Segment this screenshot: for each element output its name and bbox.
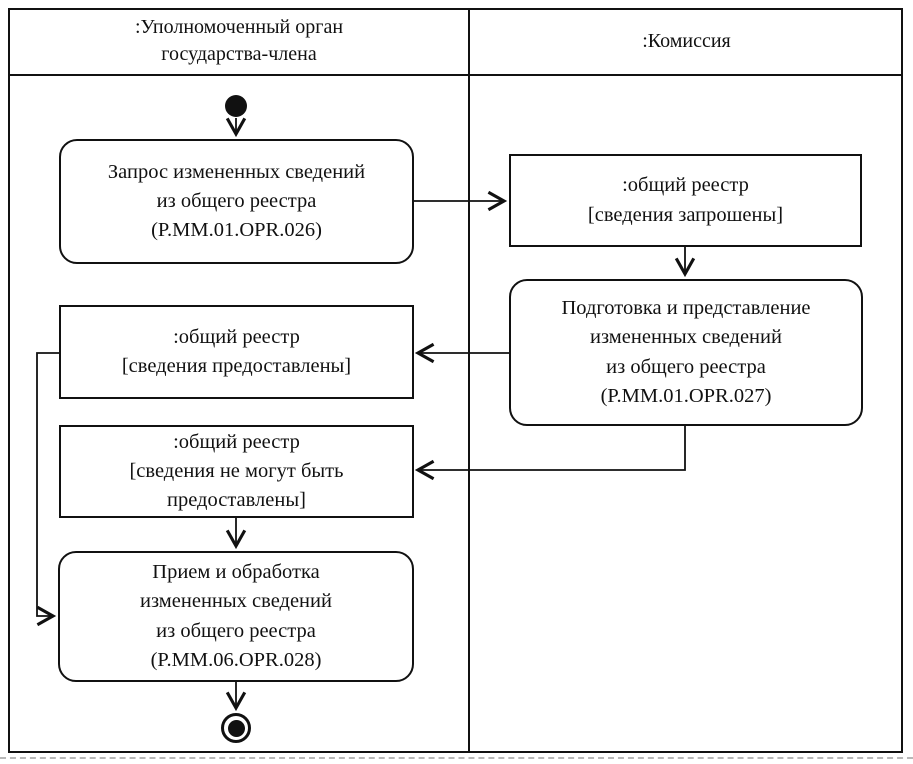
- object-registry-not-provided: :общий реестр [сведения не могут быть пр…: [59, 425, 414, 518]
- activity-receive-process-info-label: Прием и обработка измененных сведений из…: [140, 561, 332, 671]
- activity-prepare-submit-info-label: Подготовка и представление измененных св…: [561, 297, 811, 407]
- object-registry-provided: :общий реестр [сведения предоставлены]: [59, 305, 414, 399]
- final-node-inner-dot: [227, 719, 245, 737]
- initial-node-icon: [225, 95, 247, 117]
- object-registry-requested: :общий реестр [сведения запрошены]: [509, 154, 862, 247]
- lane-header-commission-label: :Комиссия: [642, 29, 731, 52]
- object-registry-requested-label: :общий реестр [сведения запрошены]: [587, 174, 784, 226]
- activity-request-changed-info-label: Запрос измененных сведений из общего рее…: [107, 160, 366, 242]
- lane-divider: [468, 8, 470, 753]
- lane-header-separator: [8, 74, 903, 76]
- object-registry-provided-label: :общий реестр [сведения предоставлены]: [121, 325, 352, 377]
- lane-header-commission: :Комиссия: [470, 8, 903, 74]
- activity-receive-process-info: Прием и обработка измененных сведений из…: [58, 551, 414, 682]
- object-registry-not-provided-label: :общий реестр [сведения не могут быть пр…: [129, 430, 344, 512]
- final-node-icon: [221, 713, 251, 743]
- lane-header-authorized-body: :Уполномоченный орган государства-члена: [10, 8, 468, 74]
- bottom-dashed-rule: [0, 757, 913, 759]
- lane-header-authorized-body-label: :Уполномоченный орган государства-члена: [134, 16, 344, 65]
- diagram-outer-border: [8, 8, 903, 753]
- activity-prepare-submit-info: Подготовка и представление измененных св…: [509, 279, 863, 426]
- activity-request-changed-info: Запрос измененных сведений из общего рее…: [59, 139, 414, 264]
